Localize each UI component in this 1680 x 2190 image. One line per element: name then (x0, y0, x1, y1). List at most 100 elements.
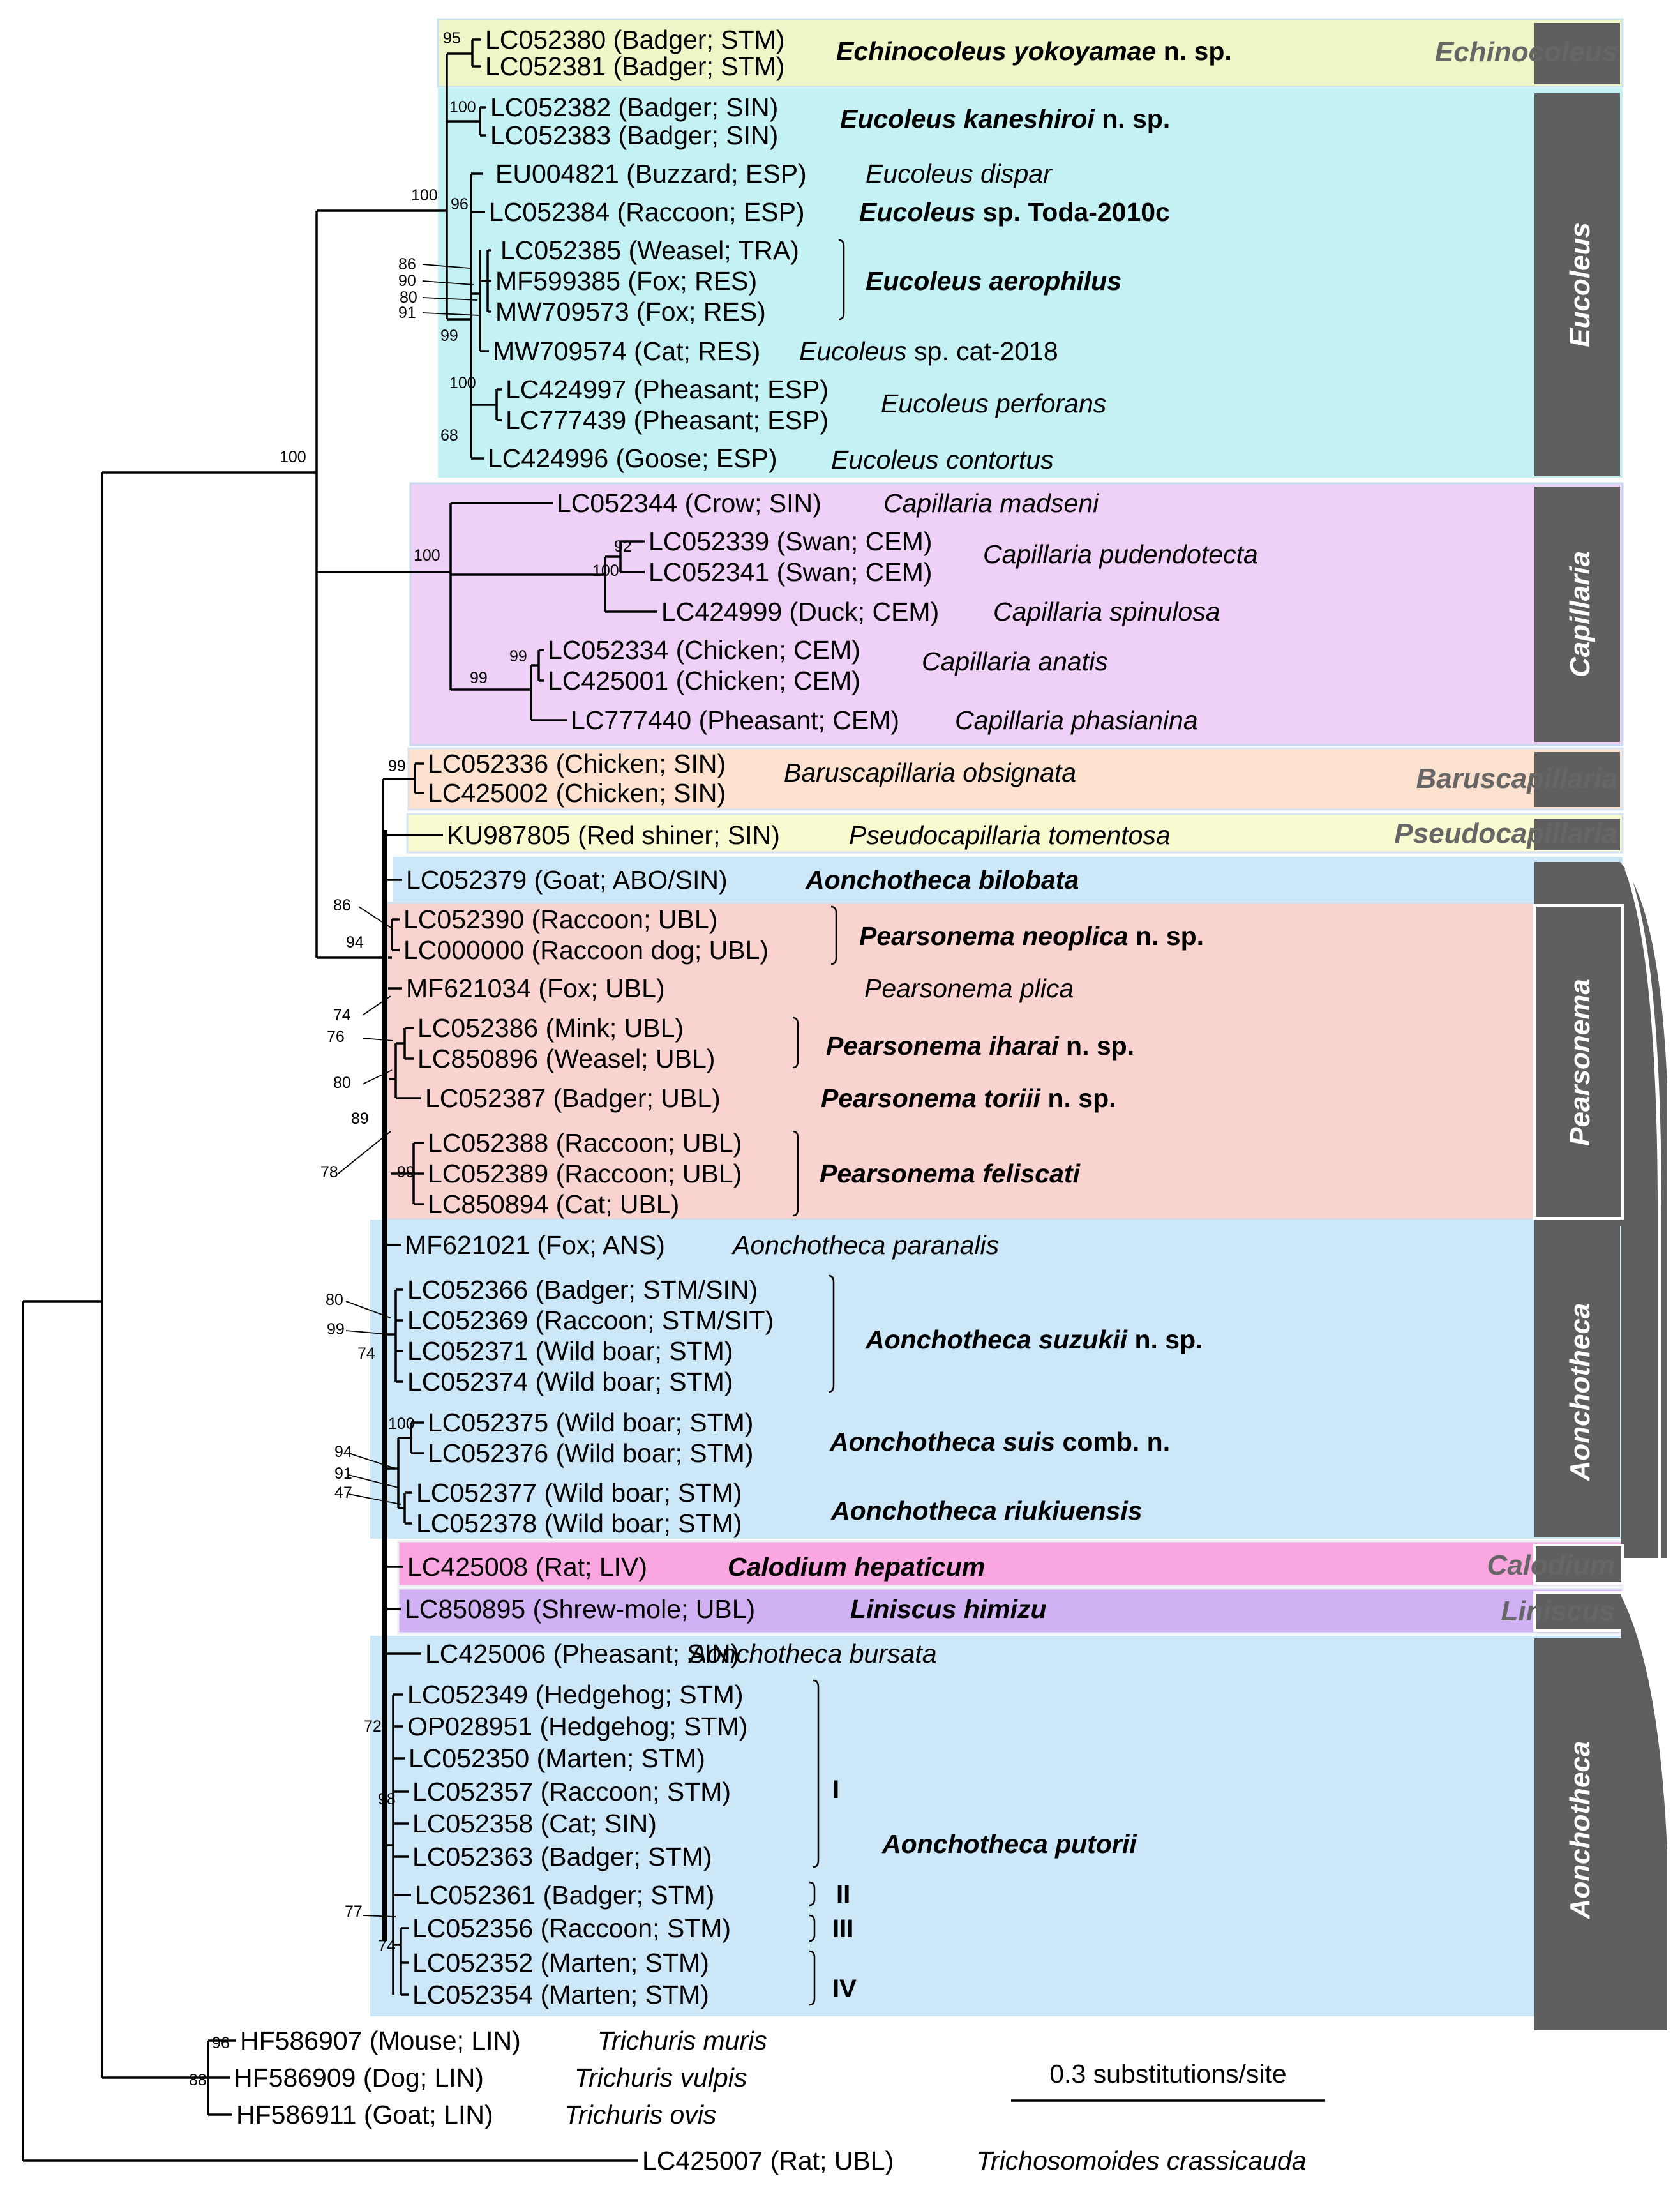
tip-label: LC052385 (Weasel; TRA) (500, 236, 799, 265)
bootstrap-leader (362, 995, 391, 1016)
species-label: Pearsonema neoplica n. sp. (859, 921, 1204, 951)
bootstrap-value: 95 (443, 29, 461, 47)
bar-capillaria (1534, 487, 1620, 742)
species-label: Capillaria phasianina (955, 706, 1198, 735)
bootstrap-value: 76 (327, 1028, 345, 1046)
species-label: Trichosomoides crassicauda (977, 2146, 1307, 2175)
species-label: Pearsonema feliscati (820, 1159, 1081, 1188)
species-label: Liniscus himizu (850, 1594, 1047, 1624)
species-label: Eucoleus contortus (831, 445, 1054, 474)
tip-label: LC052377 (Wild boar; STM) (416, 1478, 742, 1507)
species-label: Baruscapillaria obsignata (784, 758, 1076, 787)
tip-label: LC052339 (Swan; CEM) (649, 527, 932, 556)
tip-label: LC850895 (Shrew-mole; UBL) (405, 1594, 755, 1624)
scale-bar-label: 0.3 substitutions/site (1049, 2059, 1286, 2088)
bootstrap-value: 89 (351, 1110, 369, 1128)
species-label: Eucoleus sp. Toda-2010c (859, 197, 1170, 227)
species-label: Aonchotheca paranalis (731, 1230, 999, 1260)
bracket (809, 1881, 816, 1907)
species-label: Calodium hepaticum (728, 1552, 985, 1582)
species-label: Pearsonema toriii n. sp. (821, 1084, 1116, 1113)
bar-pearsonema-frame (1533, 904, 1624, 1220)
clade-numeral: II (836, 1880, 850, 1908)
box-liniscus (397, 1587, 1624, 1635)
bracket (828, 1274, 835, 1393)
box-aonchotheca-lower (370, 1636, 1623, 2016)
species-label: Trichuris vulpis (574, 2063, 747, 2092)
bar-liniscus (1533, 1591, 1624, 1632)
tip-label: LC052334 (Chicken; CEM) (548, 635, 860, 665)
clade-numeral: IV (832, 1975, 857, 2003)
tip-label: LC052388 (Raccoon; UBL) (428, 1128, 742, 1158)
bootstrap-leader (362, 1038, 394, 1041)
species-label: Eucoleus kaneshiroi n. sp. (840, 104, 1170, 133)
genus-label: Pseudocapillaria (1394, 818, 1617, 849)
genus-labels: EchinocoleusEucoleusCapillariaBaruscapil… (1394, 36, 1617, 1919)
bootstrap-value: 74 (357, 1345, 375, 1363)
clade-numeral: III (832, 1915, 853, 1943)
bootstrap-value: 99 (470, 669, 488, 687)
species-labels: Echinocoleus yokoyamae n. sp.Eucoleus ka… (564, 36, 1307, 2175)
bracket (809, 1914, 816, 1942)
bracket (792, 1016, 799, 1069)
tip-label: LC052387 (Badger; UBL) (425, 1084, 721, 1113)
species-label: Trichuris muris (597, 2026, 767, 2055)
bootstrap-value: 78 (320, 1163, 338, 1181)
tip-label: LC424997 (Pheasant; ESP) (506, 375, 829, 404)
species-label: Aonchotheca suzukii n. sp. (865, 1325, 1203, 1354)
species-label: Capillaria spinulosa (993, 597, 1220, 626)
bootstrap-value: 74 (378, 1937, 396, 1955)
tip-label: LC425006 (Pheasant; SIN) (425, 1639, 739, 1668)
species-label: Eucoleus aerophilus (866, 266, 1121, 296)
bootstrap-value: 92 (614, 538, 632, 555)
bootstrap-value: 80 (326, 1291, 343, 1309)
bootstrap-value: 86 (333, 896, 351, 914)
tip-label: LC052376 (Wild boar; STM) (428, 1439, 753, 1468)
genus-label: Pearsonema (1564, 979, 1596, 1146)
bar-aonchotheca-lower (1534, 1596, 1667, 2030)
box-echinocoleus (437, 18, 1624, 88)
species-label: Pearsonema iharai n. sp. (826, 1031, 1134, 1061)
bootstrap-value: 99 (440, 327, 458, 345)
tip-label: OP028951 (Hedgehog; STM) (407, 1712, 747, 1741)
tip-label: LC424999 (Duck; CEM) (661, 597, 939, 626)
tip-label: LC052374 (Wild boar; STM) (407, 1367, 733, 1396)
box-pseudocapillaria (406, 813, 1624, 854)
tip-label: LC052383 (Badger; SIN) (490, 121, 778, 150)
bootstrap-leader (345, 1330, 391, 1335)
tip-label: LC052350 (Marten; STM) (409, 1744, 705, 1773)
bootstrap-value: 90 (398, 272, 416, 290)
tip-label: HF586907 (Mouse; LIN) (240, 2026, 521, 2055)
box-capillaria (409, 482, 1624, 746)
species-label: Aonchotheca riukiuensis (830, 1496, 1143, 1525)
tip-label: MF621034 (Fox; UBL) (406, 974, 665, 1003)
tip-label: LC425007 (Rat; UBL) (642, 2146, 894, 2175)
tip-label: EU004821 (Buzzard; ESP) (495, 159, 807, 188)
genus-label: Baruscapillaria (1416, 763, 1618, 794)
tip-label: LC425002 (Chicken; SIN) (428, 778, 726, 808)
tip-label: LC777439 (Pheasant; ESP) (506, 405, 829, 435)
bootstrap-leader (422, 280, 474, 285)
genus-label: Calodium (1487, 1550, 1615, 1581)
species-label: Capillaria madseni (883, 488, 1100, 518)
bootstrap-leader (348, 1493, 401, 1505)
species-label: Aonchotheca putorii (881, 1829, 1137, 1859)
bootstrap-value: 68 (440, 427, 458, 444)
bracket (809, 1950, 816, 2006)
bootstrap-value: 99 (327, 1320, 345, 1338)
bootstrap-leader (362, 1069, 393, 1085)
tip-label: LC850894 (Cat; UBL) (428, 1189, 679, 1219)
tip-label: LC052357 (Raccoon; STM) (412, 1777, 731, 1806)
bootstrap-value: 91 (334, 1465, 352, 1483)
tip-label: KU987805 (Red shiner; SIN) (447, 820, 780, 850)
bootstrap-value: 98 (378, 1790, 396, 1808)
tip-label: LC052389 (Raccoon; UBL) (428, 1159, 742, 1188)
tip-label: MW709573 (Fox; RES) (495, 297, 766, 326)
tip-label: LC052358 (Cat; SIN) (412, 1809, 657, 1838)
bracket (838, 239, 845, 321)
tip-label: LC425008 (Rat; LIV) (407, 1552, 647, 1582)
bootstrap-value: 100 (388, 1415, 415, 1433)
tip-label: LC052378 (Wild boar; STM) (416, 1509, 742, 1538)
